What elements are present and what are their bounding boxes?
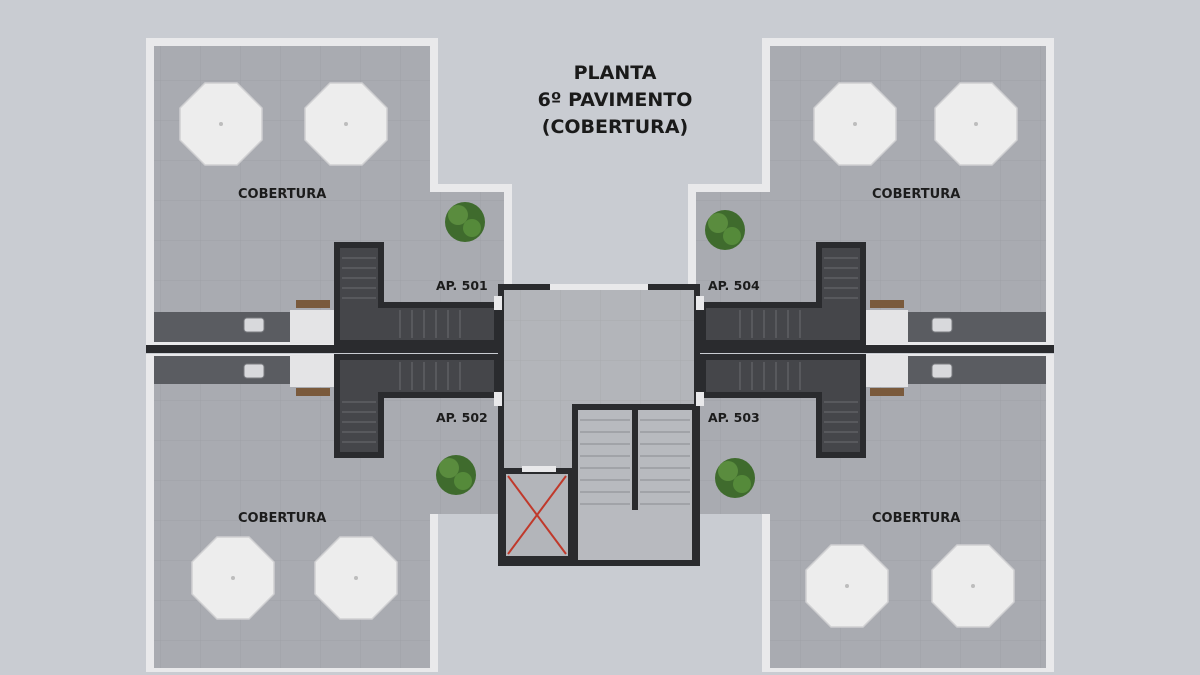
apartment-label-502: AP. 502 (436, 410, 488, 425)
plan-title: PLANTA 6º PAVIMENTO (COBERTURA) (500, 60, 730, 141)
rooftop-label-bottom-right: COBERTURA (872, 511, 961, 526)
plant-icon (436, 202, 755, 498)
elevator-x-icon (500, 466, 574, 562)
rooftop-label-top-left: COBERTURA (238, 187, 327, 202)
apartment-label-501: AP. 501 (436, 278, 488, 293)
rooftop-label-bottom-left: COBERTURA (238, 511, 327, 526)
bench-icon (296, 300, 904, 396)
central-core (498, 284, 700, 566)
umbrella-center-dots (219, 122, 978, 588)
title-line-3: (COBERTURA) (541, 116, 689, 138)
title-line-2: 6º PAVIMENTO (537, 89, 693, 111)
corridors (154, 310, 1046, 387)
apartment-label-503: AP. 503 (708, 410, 760, 425)
apartment-label-504: AP. 504 (708, 278, 760, 293)
sink-icon (243, 317, 953, 379)
main-stair-steps (580, 419, 690, 505)
rooftop-label-top-right: COBERTURA (872, 187, 961, 202)
title-line-1: PLANTA (573, 62, 657, 84)
door-openings (494, 296, 704, 406)
